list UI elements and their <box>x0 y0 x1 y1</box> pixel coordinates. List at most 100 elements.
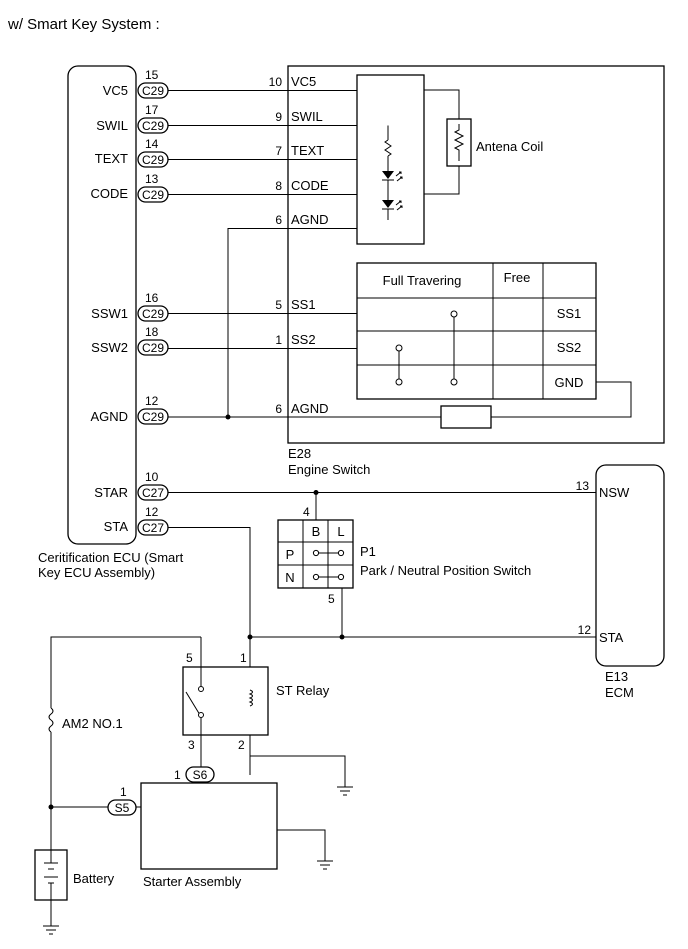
ecu-connector-sta: C27 <box>137 519 169 536</box>
ecu-pin-text: 14 <box>145 137 159 151</box>
e28-name-ss2: SS2 <box>291 332 316 347</box>
svg-text:C27: C27 <box>142 486 164 500</box>
pn-switch-code: P1 <box>360 544 376 559</box>
splice-agnd <box>225 414 231 420</box>
svg-text:C29: C29 <box>142 119 164 133</box>
fuse-icon <box>48 719 54 733</box>
ecu-pin-star: 10 <box>145 470 159 484</box>
ecm-name: ECM <box>605 685 634 700</box>
ecu-connector-star: C27 <box>137 484 169 501</box>
ecu-pin-ssw1: 16 <box>145 291 159 305</box>
ecu-pin-agnd: 12 <box>145 394 159 408</box>
ecu-pin-swil: 17 <box>145 103 159 117</box>
ecu-terminal-code: CODE <box>90 186 128 201</box>
relay-coil-icon <box>248 689 253 707</box>
ecu-terminal-text: TEXT <box>95 151 128 166</box>
e28-name-agnd-b: AGND <box>291 401 329 416</box>
e28-pin-6-b: 6 <box>275 402 282 416</box>
engine-switch-code: E28 <box>288 446 311 461</box>
connector-s5: S5 <box>107 799 137 816</box>
svg-text:C29: C29 <box>142 307 164 321</box>
ecu-connector-ssw1: C29 <box>137 305 169 322</box>
ecu-connector-agnd: C29 <box>137 408 169 425</box>
connector-s6: S6 <box>185 766 215 783</box>
engine-switch-name: Engine Switch <box>288 462 370 477</box>
ecu-pin-sta: 12 <box>145 505 159 519</box>
ecu-connector-text: C29 <box>137 151 169 168</box>
ecu-pin-code: 13 <box>145 172 159 186</box>
led-2-icon <box>382 200 394 208</box>
e28-pin-8: 8 <box>275 179 282 193</box>
ecu-connector-swil: C29 <box>137 117 169 134</box>
ecm-box <box>595 464 665 667</box>
e28-name-swil: SWIL <box>291 109 323 124</box>
svg-text:C27: C27 <box>142 521 164 535</box>
e28-name-code: CODE <box>291 178 329 193</box>
table-row-ss2: SS2 <box>557 340 582 355</box>
e28-pin-5: 5 <box>275 298 282 312</box>
s5-pin: 1 <box>120 785 127 799</box>
st-relay-pin-2: 2 <box>238 738 245 752</box>
ecu-pin-ssw2: 18 <box>145 325 159 339</box>
pn-pin-bottom: 5 <box>328 592 335 606</box>
battery-label: Battery <box>73 871 115 886</box>
diagram-title: w/ Smart Key System : <box>7 16 160 33</box>
st-relay-label: ST Relay <box>276 683 330 698</box>
led-1-icon <box>382 171 394 179</box>
svg-text:C29: C29 <box>142 153 164 167</box>
s6-pin: 1 <box>174 768 181 782</box>
table-row-ss1: SS1 <box>557 306 582 321</box>
ground-relay-icon <box>337 786 353 796</box>
ecu-terminal-ssw2: SSW2 <box>91 340 128 355</box>
st-relay-pin-5: 5 <box>186 651 193 665</box>
ecm-code: E13 <box>605 669 628 684</box>
e28-name-text: TEXT <box>291 143 324 158</box>
ground-battery-icon <box>43 925 59 935</box>
e28-pin-7: 7 <box>275 144 282 158</box>
pn-row-p: P <box>286 547 295 562</box>
ecu-connector-ssw2: C29 <box>137 339 169 356</box>
ecu-terminal-star: STAR <box>94 485 128 500</box>
relay-contact-icon <box>185 691 201 716</box>
pn-col-l: L <box>337 524 344 539</box>
certification-ecu-box <box>67 65 137 545</box>
ecu-label-line2: Key ECU Assembly) <box>38 565 155 580</box>
e28-pin-9: 9 <box>275 110 282 124</box>
e28-pin-1: 1 <box>275 333 282 347</box>
ecu-terminal-agnd: AGND <box>90 409 128 424</box>
e28-pin-10: 10 <box>269 75 283 89</box>
st-relay-pin-1: 1 <box>240 651 247 665</box>
antenna-coil-label: Antena Coil <box>476 139 543 154</box>
wire-agnd-internal <box>227 228 357 417</box>
pn-row-n: N <box>285 570 294 585</box>
ecm-terminal-sta: STA <box>599 630 624 645</box>
ecm-pin-13: 13 <box>576 479 590 493</box>
fuse-label: AM2 NO.1 <box>62 716 123 731</box>
table-col-free: Free <box>504 270 531 285</box>
st-relay-box <box>182 666 269 736</box>
svg-text:S6: S6 <box>193 768 208 782</box>
ecu-terminal-swil: SWIL <box>96 118 128 133</box>
ecu-pin-vc5: 15 <box>145 68 159 82</box>
e28-name-vc5: VC5 <box>291 74 316 89</box>
starter-label: Starter Assembly <box>143 874 242 889</box>
ecu-terminal-vc5: VC5 <box>103 83 128 98</box>
e28-name-ss1: SS1 <box>291 297 316 312</box>
e28-name-agnd-a: AGND <box>291 212 329 227</box>
agnd-resistor-box <box>440 405 492 429</box>
antenna-coil-icon <box>453 124 465 161</box>
ground-starter-icon <box>317 860 333 870</box>
table-col-full-travering: Full Travering <box>383 273 462 288</box>
st-relay-pin-3: 3 <box>188 738 195 752</box>
svg-text:C29: C29 <box>142 84 164 98</box>
ecm-terminal-nsw: NSW <box>599 485 630 500</box>
starter-assembly-box <box>140 782 278 870</box>
ecu-terminal-ssw1: SSW1 <box>91 306 128 321</box>
ecu-label-line1: Ceritification ECU (Smart <box>38 550 184 565</box>
ecm-pin-12: 12 <box>578 623 592 637</box>
indicator-module-box <box>356 74 425 245</box>
e28-pin-6-a: 6 <box>275 213 282 227</box>
ecu-connector-code: C29 <box>137 186 169 203</box>
table-row-gnd: GND <box>555 375 584 390</box>
